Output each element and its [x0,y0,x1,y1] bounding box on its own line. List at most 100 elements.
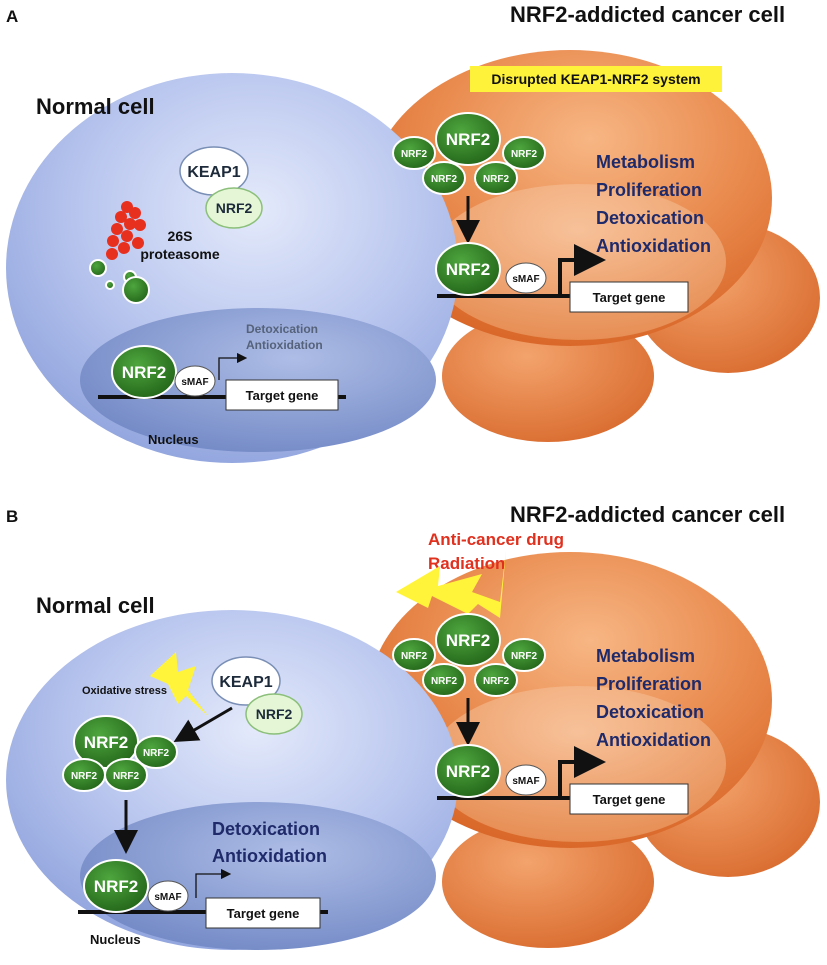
oxidative-stress-label: Oxidative stress [82,685,167,697]
transcription-arrow [195,868,232,898]
nrf2-bound-oval [245,693,303,735]
nrf2-small [474,663,518,697]
nrf2-nuclear-label: NRF2 [446,762,490,781]
nucleus-label: Nucleus [148,432,199,447]
nrf2-bound-label: NRF2 [216,200,253,216]
lightning-bolt-icon [150,652,208,716]
keap1-label: KEAP1 [187,164,240,181]
normal-effect-2: Antioxidation [212,846,327,866]
degraded-nrf2-fragment [105,280,115,290]
nrf2-small-label: NRF2 [113,771,140,782]
smaf-label: sMAF [154,892,181,903]
degraded-nrf2-fragment [122,276,150,304]
proteasome-subunit [115,211,127,223]
nrf2-small [392,136,436,170]
cancer-effect: Antioxidation [596,236,711,256]
nrf2-bound-oval [205,187,263,229]
cancer-effect: Detoxication [596,208,704,228]
nrf2-small-label: NRF2 [401,651,428,662]
transcription-arrow [218,352,248,380]
panel-a-letter: A [6,7,18,26]
transcription-arrow [558,746,606,798]
nrf2-small [104,758,148,792]
cancer-cell-title: NRF2-addicted cancer cell [510,2,785,27]
proteasome-label-1: 26S [168,228,193,244]
cancer-effect: Metabolism [596,646,695,666]
keap1-oval [211,656,281,706]
proteasome-label-2: proteasome [140,246,220,262]
nrf2-small [474,161,518,195]
nrf2-small-label: NRF2 [511,149,538,160]
proteasome-subunit [106,248,118,260]
target-gene-box [225,379,339,411]
target-gene-label: Target gene [227,906,300,921]
nrf2-small-label: NRF2 [401,149,428,160]
nrf2-small-label: NRF2 [431,676,458,687]
degraded-nrf2-fragment [89,259,107,277]
nrf2-nuclear-label: NRF2 [94,877,138,896]
nrf2-small-label: NRF2 [511,651,538,662]
banner-text: Disrupted KEAP1-NRF2 system [491,71,700,87]
panel-b-letter: B [6,507,18,526]
proteasome-subunit [132,237,144,249]
nrf2-main-label: NRF2 [446,130,490,149]
nrf2-small [422,161,466,195]
cancer-cell-title: NRF2-addicted cancer cell [510,502,785,527]
nrf2-nuclear [111,345,177,399]
nrf2-nuclear-label: NRF2 [122,363,166,382]
smaf-label: sMAF [512,776,539,787]
drug-label-1: Anti-cancer drug [428,530,564,549]
cancer-effect: Antioxidation [596,730,711,750]
nrf2-main [435,112,501,166]
smaf-label: sMAF [181,377,208,388]
proteasome [106,201,146,260]
smaf-oval [147,880,189,912]
nrf2-nuclear [83,859,149,913]
nrf2-small [502,136,546,170]
proteasome-subunit [134,219,146,231]
nrf2-small-label: NRF2 [71,771,98,782]
banner-box [470,66,722,92]
transcription-arrow [558,244,606,296]
proteasome-subunit [107,235,119,247]
target-gene-label: Target gene [593,290,666,305]
keap1-label: KEAP1 [219,674,272,691]
proteasome-subunit [121,230,133,242]
proteasome-subunit [124,218,136,230]
nrf2-small-label: NRF2 [483,174,510,185]
lightning-bolt-icon [396,550,506,618]
nucleus-label: Nucleus [90,932,141,947]
nrf2-nuclear-label: NRF2 [446,260,490,279]
nrf2-main-label: NRF2 [84,733,128,752]
nrf2-small [134,735,178,769]
nrf2-small-label: NRF2 [431,174,458,185]
proteasome-subunit [118,242,130,254]
panel-a: A NRF2-addicted cancer cell Normal cell … [6,2,820,463]
cancer-effect: Proliferation [596,674,702,694]
nrf2-bound-label: NRF2 [256,706,293,722]
nrf2-small [502,638,546,672]
cancer-cell-lobe [442,816,654,948]
normal-effect-2: Antioxidation [246,338,323,352]
nrf2-small-label: NRF2 [143,748,170,759]
cancer-effect: Proliferation [596,180,702,200]
smaf-label: sMAF [512,274,539,285]
nrf2-small [392,638,436,672]
nrf2-small-label: NRF2 [483,676,510,687]
target-gene-box [569,783,689,815]
target-gene-box [205,897,321,929]
target-gene-label: Target gene [593,792,666,807]
smaf-oval [505,262,547,294]
drug-label-2: Radiation [428,554,505,573]
proteasome-subunit [111,223,123,235]
target-gene-box [569,281,689,313]
proteasome-subunit [129,207,141,219]
release-arrow [173,706,233,743]
smaf-oval [505,764,547,796]
nrf2-nuclear [435,242,501,296]
normal-cell-title: Normal cell [36,94,155,119]
nrf2-nuclear [435,744,501,798]
normal-cell-title: Normal cell [36,593,155,618]
nrf2-main [435,613,501,667]
